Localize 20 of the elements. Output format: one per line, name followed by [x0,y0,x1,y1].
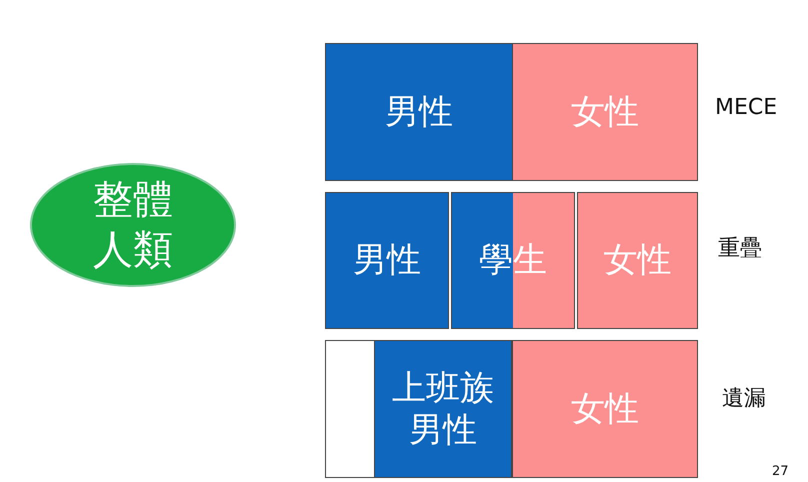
category-block [577,192,698,329]
category-label: 女性 [571,90,639,134]
category-block [512,340,698,478]
category-label: 學生 [479,239,547,282]
category-label: 整體人類 [92,176,174,275]
category-block [451,192,575,329]
category-block [325,43,513,181]
page-number: 27 [772,464,789,479]
category-block [374,340,512,478]
row-label: 重疊 [718,235,762,263]
category-label: 女性 [571,388,639,430]
row-label: 遺漏 [722,385,766,413]
category-label: 男性 [353,239,421,282]
empty-block [325,340,375,478]
category-label: 男性 [385,90,453,134]
category-label: 女性 [604,239,672,282]
row-label: MECE [715,95,778,120]
category-label: 上班族男性 [390,366,495,452]
category-block [325,192,449,329]
category-block [512,43,698,181]
